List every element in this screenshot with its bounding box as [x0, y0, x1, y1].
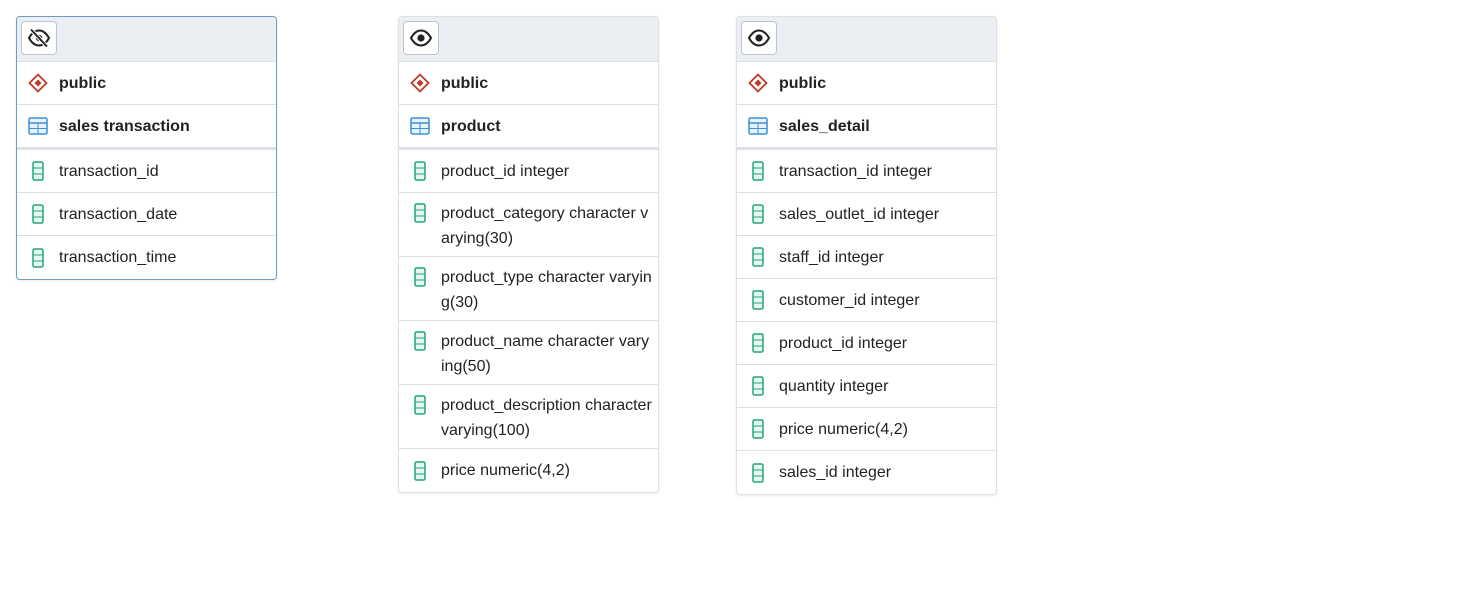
- column-icon: [399, 393, 441, 415]
- column-icon: [399, 329, 441, 351]
- schema-diamond-icon: [17, 72, 59, 94]
- table-node-header: [737, 17, 996, 62]
- column-icon: [399, 161, 441, 181]
- column-name: price numeric(4,2): [441, 462, 570, 479]
- column-name: product_type character varying(30): [441, 269, 652, 311]
- column-icon: [737, 290, 779, 310]
- column-name: transaction_date: [59, 205, 178, 223]
- column-name: staff_id integer: [779, 248, 884, 266]
- schema-name: public: [59, 74, 107, 92]
- column-name: customer_id integer: [779, 291, 920, 309]
- column-icon: [399, 460, 441, 481]
- column-row[interactable]: sales_id integer: [737, 451, 996, 494]
- column-icon: [737, 247, 779, 267]
- table-name-row: sales_detail: [737, 105, 996, 150]
- schema-row: public: [399, 62, 658, 105]
- column-name: product_description character varying(10…: [441, 397, 652, 439]
- column-name: product_id integer: [779, 334, 908, 352]
- column-row[interactable]: transaction_time: [17, 236, 276, 279]
- table-node-sales-detail[interactable]: public sales_detail transaction_id integ…: [736, 16, 997, 495]
- schema-name: public: [779, 74, 827, 92]
- toggle-details-button[interactable]: [741, 21, 777, 55]
- column-icon: [17, 204, 59, 224]
- column-row[interactable]: product_description character varying(10…: [399, 385, 658, 449]
- toggle-details-button[interactable]: [21, 21, 57, 55]
- column-name: sales_id integer: [779, 464, 892, 481]
- schema-diamond-icon: [399, 72, 441, 94]
- table-grid-icon: [737, 117, 779, 135]
- column-row[interactable]: transaction_date: [17, 193, 276, 236]
- table-node-header: [17, 17, 276, 62]
- eye-icon: [747, 29, 771, 47]
- column-row[interactable]: product_name character varying(50): [399, 321, 658, 385]
- column-name: quantity integer: [779, 377, 889, 395]
- table-node-product[interactable]: public product product_id integer produc…: [398, 16, 659, 493]
- column-icon: [399, 265, 441, 287]
- column-row[interactable]: transaction_id: [17, 150, 276, 193]
- column-name: product_category character varying(30): [441, 205, 649, 247]
- column-name: transaction_time: [59, 249, 177, 266]
- schema-row: public: [737, 62, 996, 105]
- column-row[interactable]: customer_id integer: [737, 279, 996, 322]
- column-row[interactable]: sales_outlet_id integer: [737, 193, 996, 236]
- column-name: product_id integer: [441, 162, 570, 180]
- column-row[interactable]: price numeric(4,2): [737, 408, 996, 451]
- schema-row: public: [17, 62, 276, 105]
- column-icon: [737, 376, 779, 396]
- column-row[interactable]: transaction_id integer: [737, 150, 996, 193]
- column-icon: [399, 201, 441, 223]
- table-name: sales_detail: [779, 117, 870, 135]
- column-row[interactable]: staff_id integer: [737, 236, 996, 279]
- table-name: product: [441, 117, 501, 135]
- table-name: sales transaction: [59, 117, 190, 135]
- column-name: product_name character varying(50): [441, 333, 650, 375]
- column-row[interactable]: quantity integer: [737, 365, 996, 408]
- table-grid-icon: [17, 117, 59, 135]
- table-name-row: sales transaction: [17, 105, 276, 150]
- table-name-row: product: [399, 105, 658, 150]
- column-icon: [737, 204, 779, 224]
- column-icon: [737, 333, 779, 353]
- table-node-header: [399, 17, 658, 62]
- column-row[interactable]: price numeric(4,2): [399, 449, 658, 492]
- column-icon: [737, 161, 779, 181]
- column-icon: [737, 462, 779, 483]
- eye-slash-icon: [27, 28, 51, 48]
- table-grid-icon: [399, 117, 441, 135]
- schema-diamond-icon: [737, 72, 779, 94]
- eye-icon: [409, 29, 433, 47]
- column-name: transaction_id: [59, 162, 159, 180]
- column-name: sales_outlet_id integer: [779, 205, 940, 223]
- column-row[interactable]: product_type character varying(30): [399, 257, 658, 321]
- table-node-sales-transaction[interactable]: public sales transaction transaction_id …: [16, 16, 277, 280]
- schema-name: public: [441, 74, 489, 92]
- column-row[interactable]: product_category character varying(30): [399, 193, 658, 257]
- column-icon: [17, 247, 59, 268]
- column-name: transaction_id integer: [779, 162, 932, 180]
- toggle-details-button[interactable]: [403, 21, 439, 55]
- column-icon: [17, 161, 59, 181]
- column-row[interactable]: product_id integer: [399, 150, 658, 193]
- column-row[interactable]: product_id integer: [737, 322, 996, 365]
- column-icon: [737, 419, 779, 439]
- column-name: price numeric(4,2): [779, 420, 908, 438]
